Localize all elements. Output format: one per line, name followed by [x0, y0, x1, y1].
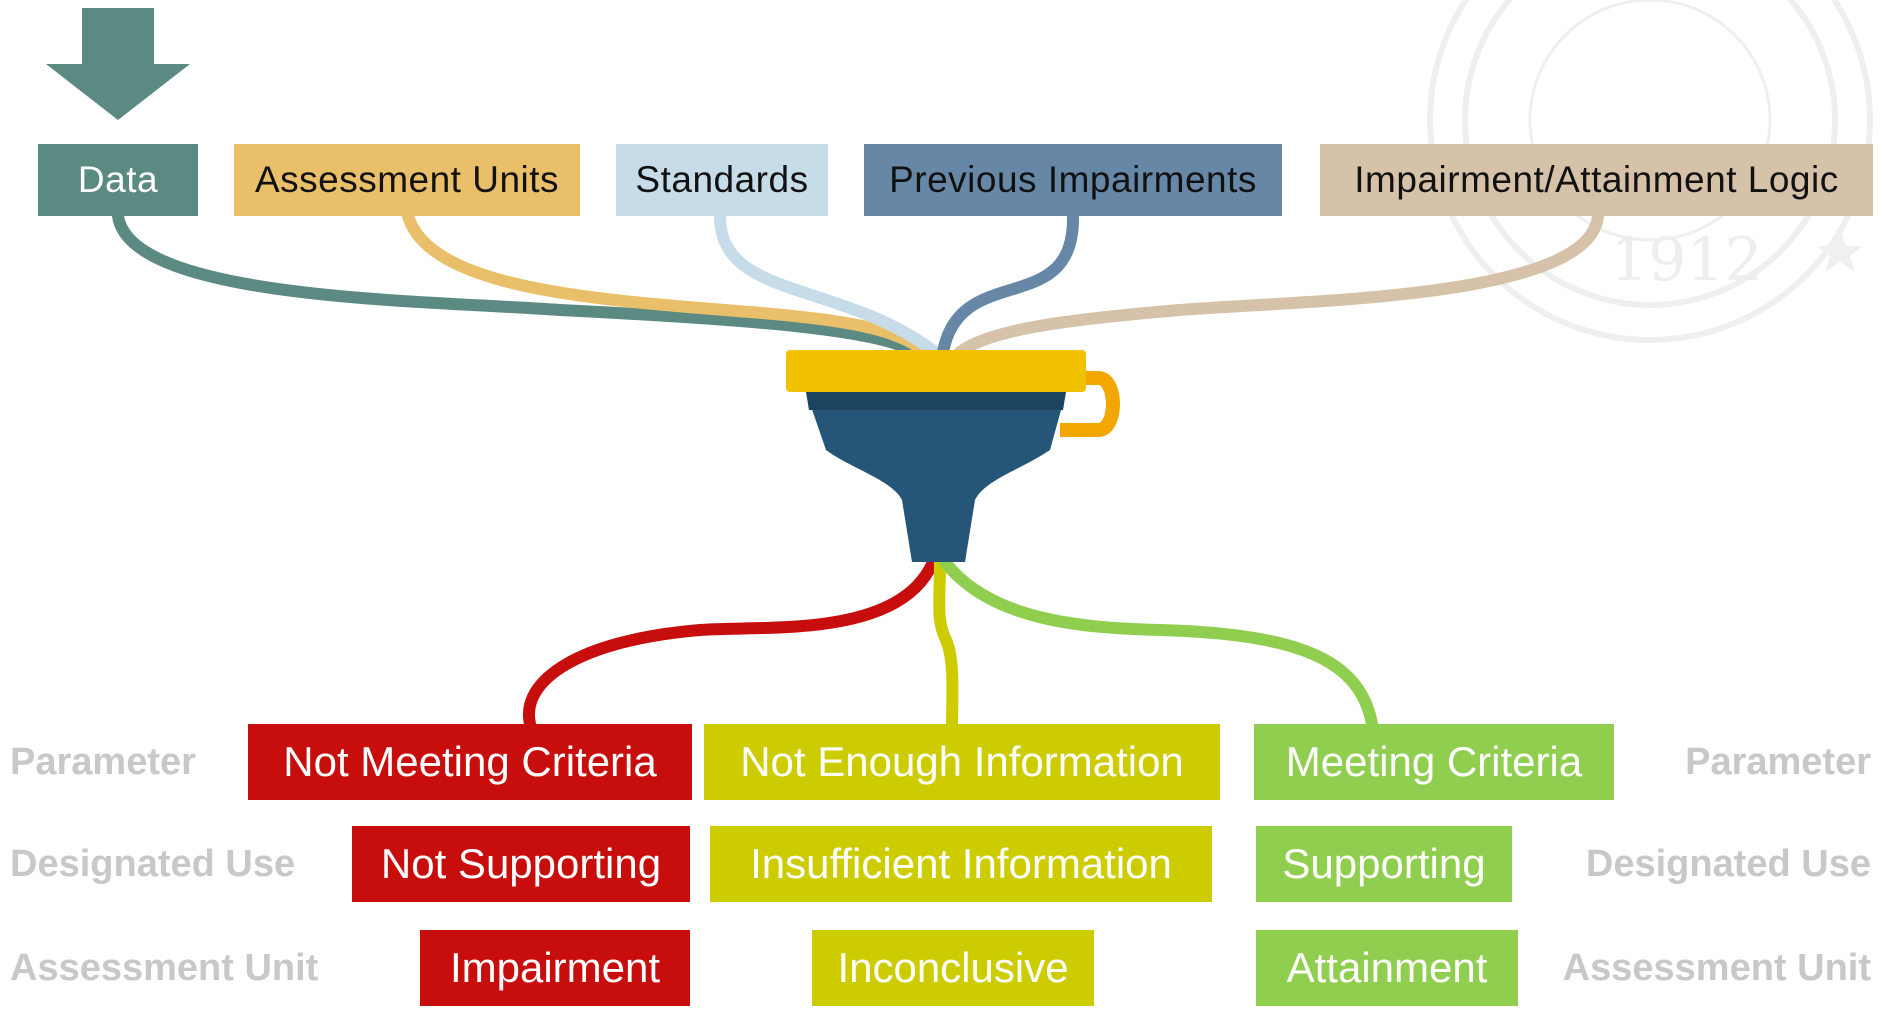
- not-supporting-box: Not Supporting: [352, 826, 690, 902]
- input-previous-impairments: Previous Impairments: [864, 144, 1282, 216]
- impairment-label: Impairment: [449, 944, 661, 991]
- input-impairment-attainment-logic: Impairment/Attainment Logic: [1320, 144, 1873, 216]
- attainment-box: Attainment: [1256, 930, 1518, 1006]
- funnel-body: [806, 392, 1066, 562]
- input-data: Data: [38, 144, 198, 216]
- insufficient-information-label: Insufficient Information: [750, 840, 1172, 887]
- green-output-flow-line: [939, 556, 1378, 730]
- not-meeting-criteria-label: Not Meeting Criteria: [283, 738, 657, 785]
- red-output-flow-line: [522, 556, 939, 730]
- down-arrow-icon: [46, 8, 190, 120]
- designated-use-left-label: Designated Use: [10, 842, 296, 885]
- logic-flow-line: [954, 210, 1604, 358]
- standards-flow-line: [714, 210, 941, 358]
- funnel-icon: [786, 350, 1120, 562]
- yellow-output-flow-line: [933, 556, 959, 730]
- not-enough-information-box: Not Enough Information: [704, 724, 1220, 800]
- data-flow-line: [112, 210, 921, 358]
- not-meeting-criteria-box: Not Meeting Criteria: [248, 724, 692, 800]
- inconclusive-label: Inconclusive: [837, 944, 1069, 991]
- input-data-label: Data: [77, 159, 159, 200]
- not-enough-information-label: Not Enough Information: [740, 738, 1184, 785]
- attainment-label: Attainment: [1286, 944, 1488, 991]
- supporting-box: Supporting: [1256, 826, 1512, 902]
- previous-impairments-flow-line: [937, 210, 1080, 358]
- input-standards-label: Standards: [635, 159, 809, 200]
- designated-use-right-label: Designated Use: [1585, 842, 1871, 885]
- assessment-unit-right-label: Assessment Unit: [1562, 946, 1871, 989]
- input-assessment-units: Assessment Units: [234, 144, 580, 216]
- meeting-criteria-label: Meeting Criteria: [1285, 738, 1583, 785]
- funnel-handle: [1060, 371, 1120, 437]
- insufficient-information-box: Insufficient Information: [710, 826, 1212, 902]
- svg-text:1912: 1912: [1610, 225, 1763, 295]
- meeting-criteria-box: Meeting Criteria: [1254, 724, 1614, 800]
- not-supporting-label: Not Supporting: [380, 840, 662, 887]
- input-assessment-units-label: Assessment Units: [254, 159, 560, 200]
- funnel-rim: [786, 350, 1086, 392]
- input-standards: Standards: [616, 144, 828, 216]
- inconclusive-box: Inconclusive: [812, 930, 1094, 1006]
- supporting-label: Supporting: [1282, 840, 1486, 887]
- impairment-box: Impairment: [420, 930, 690, 1006]
- assessment-unit-left-label: Assessment Unit: [10, 946, 319, 989]
- parameter-right-label: Parameter: [1685, 740, 1871, 783]
- assessment-units-flow-line: [402, 210, 931, 358]
- input-logic-label: Impairment/Attainment Logic: [1354, 159, 1839, 200]
- funnel-inner-band: [806, 392, 1066, 410]
- input-previous-impairments-label: Previous Impairments: [889, 159, 1257, 200]
- parameter-left-label: Parameter: [10, 740, 196, 783]
- state-seal-watermark: 1912: [1427, 0, 1873, 343]
